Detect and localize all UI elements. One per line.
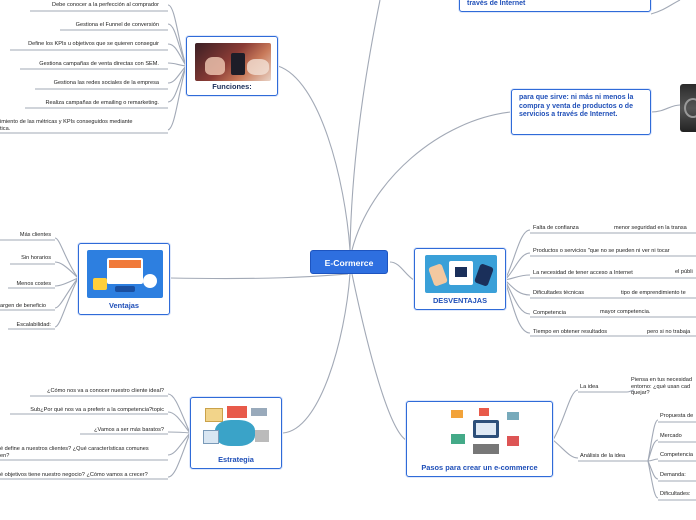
funciones-item: Realiza campañas de emailing o remarketi… <box>46 100 160 107</box>
estrategia-item: é objetivos tiene nuestro negocio? ¿Cómo… <box>0 472 148 479</box>
funciones-item: Gestiona las redes sociales de la empres… <box>54 80 159 87</box>
analisis-item: Mercado <box>660 433 682 440</box>
ventajas-item: Escalabilidad: <box>16 322 51 329</box>
para-que-sirve-text: para que sirve: ni más ni menos la compr… <box>519 94 633 118</box>
desventaja-detail: tipo de emprendimiento te <box>621 290 686 297</box>
ventajas-image <box>87 250 163 298</box>
ventajas-item: argen de beneficio <box>0 303 46 310</box>
desventaja-label: La necesidad de tener acceso a Internet <box>533 270 633 277</box>
pasos-title: Pasos para crear un e-commerce <box>407 463 552 472</box>
desventaja-label: Dificultades técnicas <box>533 290 584 297</box>
estrategia-item: é define a nuestros clientes? ¿Qué carac… <box>0 446 149 453</box>
analisis-item: Competencia <box>660 452 693 459</box>
central-topic[interactable]: E-Cormerce <box>310 250 388 274</box>
funciones-item: Debe conocer a la perfección al comprado… <box>52 2 159 9</box>
ventajas-item: Sin horarios <box>21 255 51 262</box>
desventaja-label: Falta de confianza <box>533 225 579 232</box>
internet-node[interactable]: través de Internet <box>459 0 651 12</box>
estrategia-item: Sub¿Por qué nos va a preferir a la compe… <box>30 407 164 414</box>
desventajas-title: DESVENTAJAS <box>415 296 505 305</box>
funciones-item: imiento de las métricas y KPIs conseguid… <box>0 119 132 126</box>
idea-label: La idea <box>580 384 598 391</box>
analisis-item: Demanda: <box>660 472 686 479</box>
idea-detail: Piensa en tus necesidad entorno: ¿qué us… <box>631 377 696 397</box>
ventajas-item: Menos costes <box>16 281 51 288</box>
pasos-image <box>449 406 523 460</box>
analisis-label: Análisis de la idea <box>580 453 625 460</box>
desventajas-image <box>425 255 497 293</box>
funciones-title: Funciones: <box>187 82 277 91</box>
estrategia-title: Estrategia <box>191 455 281 464</box>
desventaja-detail: pero si no trabaja <box>647 329 690 336</box>
ventajas-item: Más clientes <box>20 232 51 239</box>
funciones-item: Gestiona campañas de venta directas con … <box>39 61 159 68</box>
para-que-sirve-node[interactable]: para que sirve: ni más ni menos la compr… <box>511 89 651 135</box>
estrategia-image <box>201 404 273 450</box>
funciones-item: tica. <box>0 126 10 133</box>
estrategia-item: ¿Cómo nos va a conocer nuestro cliente i… <box>47 388 164 395</box>
desventaja-label: Competencia <box>533 310 566 317</box>
funciones-image <box>195 43 271 81</box>
ventajas-node[interactable]: Ventajas <box>78 243 170 315</box>
funciones-item: Gestiona el Funnel de conversión <box>76 22 159 29</box>
ventajas-title: Ventajas <box>79 301 169 310</box>
estrategia-node[interactable]: Estrategia <box>190 397 282 469</box>
analisis-item: Propuesta de <box>660 413 693 420</box>
funciones-node[interactable]: Funciones: <box>186 36 278 96</box>
desventajas-node[interactable]: DESVENTAJAS <box>414 248 506 310</box>
desventaja-detail: menor seguridad en la transa <box>614 225 687 232</box>
pasos-node[interactable]: Pasos para crear un e-commerce <box>406 401 553 477</box>
analisis-item: Dificultades: <box>660 491 690 498</box>
desventaja-detail: el públi <box>675 269 693 276</box>
funciones-item: Define los KPIs u objetivos que se quier… <box>28 41 159 48</box>
desventaja-label: Tiempo en obtener resultados <box>533 329 607 336</box>
internet-node-text: través de Internet <box>467 0 525 7</box>
desventaja-label: Productos o servicios "que no se pueden … <box>533 248 670 255</box>
watch-image <box>680 84 696 132</box>
estrategia-item: ¿Vamos a ser más baratos? <box>94 427 164 434</box>
estrategia-item: en? <box>0 453 9 460</box>
desventaja-detail: mayor competencia. <box>600 309 650 316</box>
